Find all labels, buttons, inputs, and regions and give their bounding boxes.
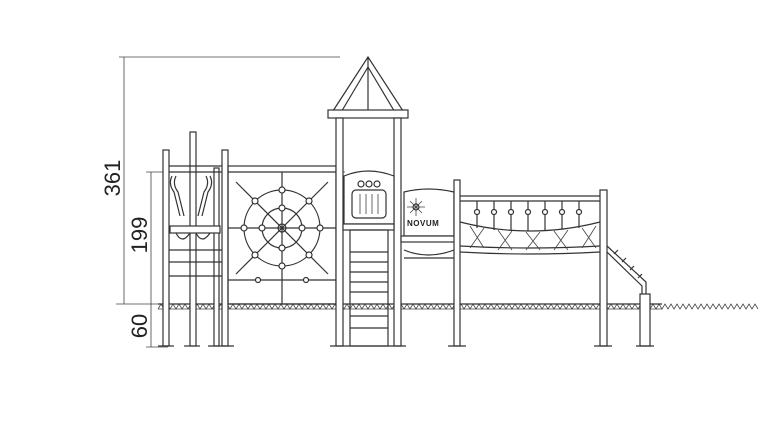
rope-bridge-section bbox=[330, 179, 654, 347]
brand-logo-text: NOVUM bbox=[407, 219, 439, 228]
novum-sign-panel: NOVUM bbox=[400, 188, 458, 259]
left-climbing-tower bbox=[158, 131, 234, 347]
spider-web-net-panel bbox=[227, 165, 337, 305]
sun-logo-icon bbox=[407, 198, 425, 216]
total-height-label: 361 bbox=[100, 160, 125, 197]
platform-height-label: 199 bbox=[127, 217, 152, 254]
central-roof-tower bbox=[327, 55, 409, 347]
foundation-depth-label: 60 bbox=[127, 314, 152, 338]
